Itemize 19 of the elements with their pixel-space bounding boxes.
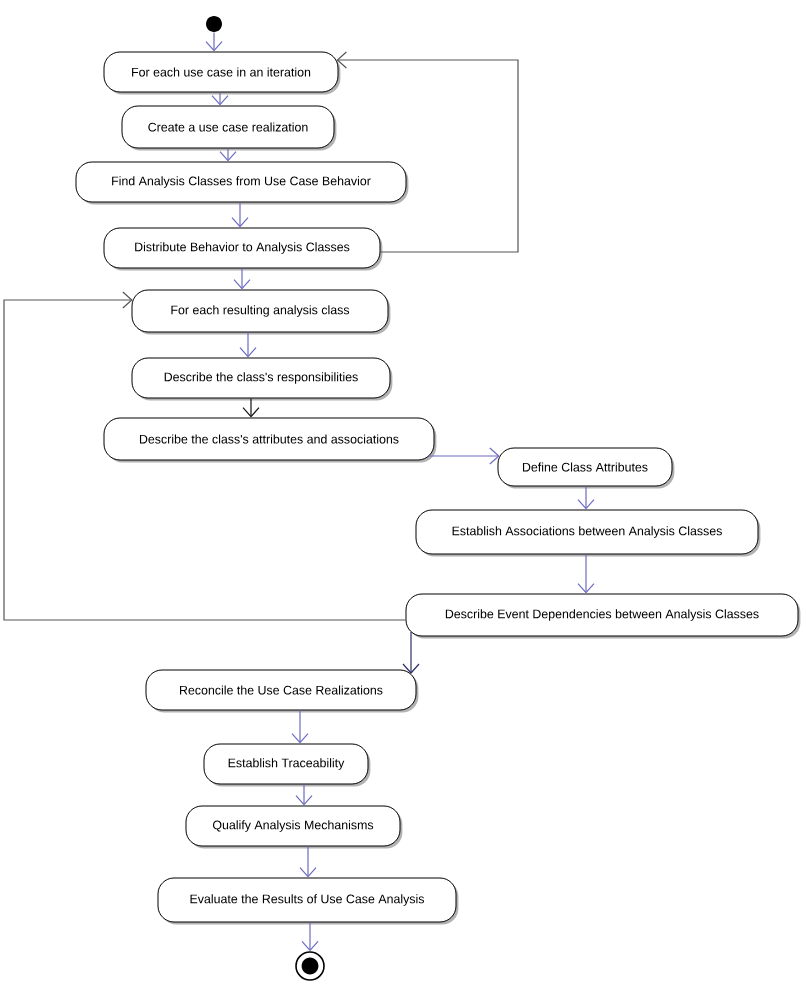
arrow xyxy=(299,845,317,878)
arrow xyxy=(301,921,319,952)
arrow xyxy=(239,331,257,358)
arrow xyxy=(336,51,519,253)
arrow xyxy=(219,147,237,162)
arrow xyxy=(577,485,595,510)
start-dot xyxy=(206,16,222,32)
arrow xyxy=(211,91,229,106)
arrow xyxy=(402,631,420,674)
arrow xyxy=(291,709,309,744)
arrow xyxy=(242,397,260,418)
arrow xyxy=(577,553,595,594)
arrow xyxy=(205,31,223,52)
arrow xyxy=(233,267,251,290)
arrow xyxy=(295,783,313,806)
end-bullseye xyxy=(295,951,325,981)
arrow xyxy=(428,447,500,465)
arrow xyxy=(231,201,249,228)
arrow xyxy=(3,291,407,621)
